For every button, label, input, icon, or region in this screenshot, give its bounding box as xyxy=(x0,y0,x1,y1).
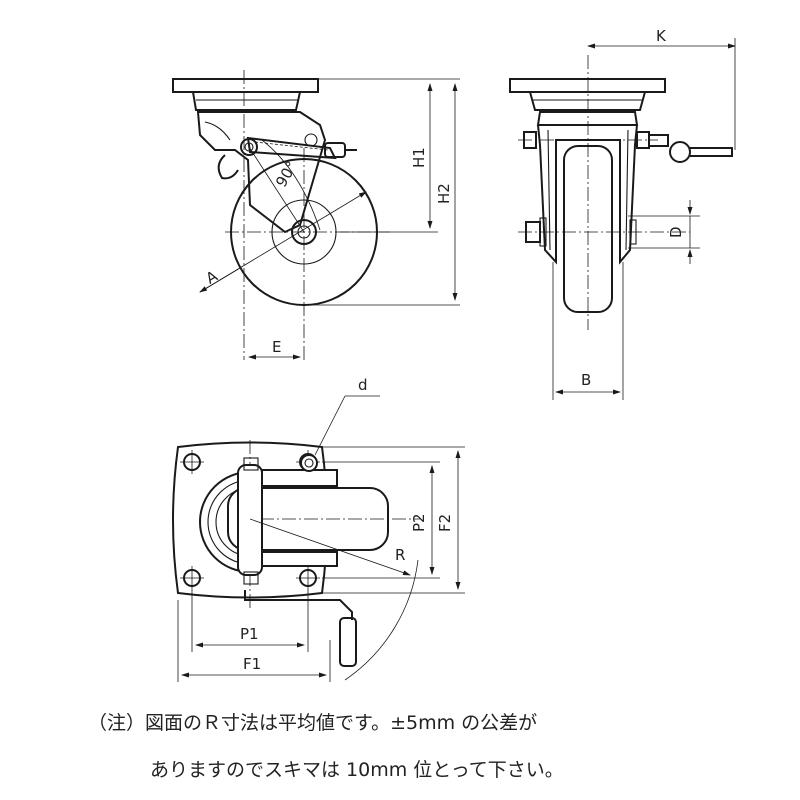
side-view: 90° A H1 H2 E xyxy=(172,70,460,360)
brake-handle xyxy=(244,590,353,620)
swivel-ring xyxy=(199,471,251,573)
top-plate xyxy=(172,78,319,93)
dimension-H1-label: H1 xyxy=(410,147,428,168)
dimension-D-label: D xyxy=(667,226,685,238)
dimension-R-line xyxy=(249,518,411,576)
fork xyxy=(196,111,327,234)
front-brake-lever xyxy=(649,134,669,147)
top-view: d R P2 F2 P1 F1 xyxy=(172,376,465,682)
dimension-R-label: R xyxy=(395,546,405,564)
swivel-bearing xyxy=(192,91,301,111)
dimension-F2-label: F2 xyxy=(436,514,454,532)
dimension-P2-label: P2 xyxy=(410,513,428,532)
note-line-2: ありますのでスキマは 10mm 位とって下さい。 xyxy=(150,759,564,781)
dimension-d-label: d xyxy=(358,376,368,394)
note-line-1: （注）図面のＲ寸法は平均値です。±5mm の公差が xyxy=(88,712,538,734)
front-view: K D B xyxy=(509,27,736,400)
dimension-F1-label: F1 xyxy=(243,655,261,673)
front-top-plate xyxy=(509,78,666,93)
dimension-A-label: A xyxy=(203,267,222,288)
dimension-K-label: K xyxy=(656,27,667,45)
dimension-P1-label: P1 xyxy=(240,625,259,643)
dimension-E-label: E xyxy=(272,338,281,356)
brake-spring xyxy=(217,154,239,180)
bolt-d xyxy=(300,454,318,472)
dimension-B-label: B xyxy=(581,371,591,389)
brake-pedal xyxy=(339,617,357,667)
dimension-H2-label: H2 xyxy=(435,183,453,204)
brake-lever xyxy=(246,136,337,160)
brake-pivot-bolt xyxy=(240,138,258,156)
angle-90-label: 90° xyxy=(272,158,301,190)
fork-top-view xyxy=(237,464,263,576)
